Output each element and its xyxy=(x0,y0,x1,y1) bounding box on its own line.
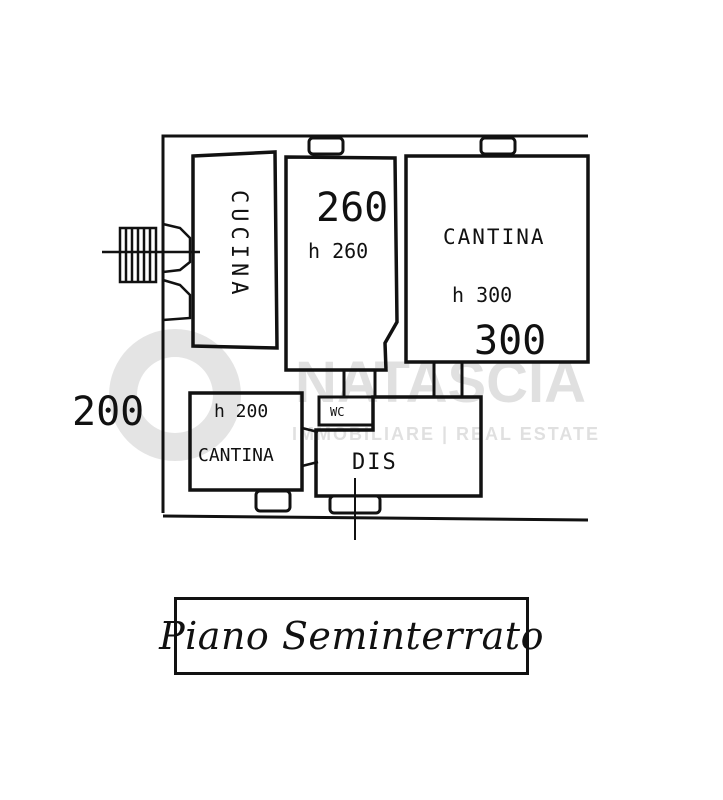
middle-height-mark: 260 xyxy=(316,185,388,231)
window-icon xyxy=(307,136,345,156)
cantina-large-height-mark: 300 xyxy=(474,318,546,364)
cantina-large-height-label: h 300 xyxy=(452,283,512,307)
cantina-small-label: CANTINA xyxy=(198,445,274,466)
cantina-large-label: CANTINA xyxy=(443,225,546,249)
room-middle: 260 h 260 xyxy=(284,155,399,372)
room-dis: DIS xyxy=(314,395,483,540)
cucina-label: CUCINA xyxy=(226,190,251,299)
dis-label: DIS xyxy=(352,450,398,475)
top-windows xyxy=(307,136,517,156)
floor-title: Piano Seminterrato xyxy=(159,614,544,658)
middle-height-label: h 260 xyxy=(308,239,368,263)
floor-title-box: Piano Seminterrato xyxy=(159,597,543,675)
room-cantina-small: h 200 CANTINA xyxy=(188,391,319,513)
window-icon xyxy=(479,136,517,156)
window-icon xyxy=(254,489,292,513)
cantina-small-height-label: h 200 xyxy=(214,401,268,422)
exterior-stairs xyxy=(102,222,200,322)
room-cucina: CUCINA xyxy=(191,150,279,350)
outer-walls xyxy=(161,134,589,522)
wc-label: WC xyxy=(330,405,344,419)
room-cantina-large: CANTINA h 300 300 xyxy=(404,154,590,364)
watermark-tagline: IMMOBILIARE | REAL ESTATE xyxy=(292,424,600,444)
outside-height-mark: 200 xyxy=(72,389,144,435)
